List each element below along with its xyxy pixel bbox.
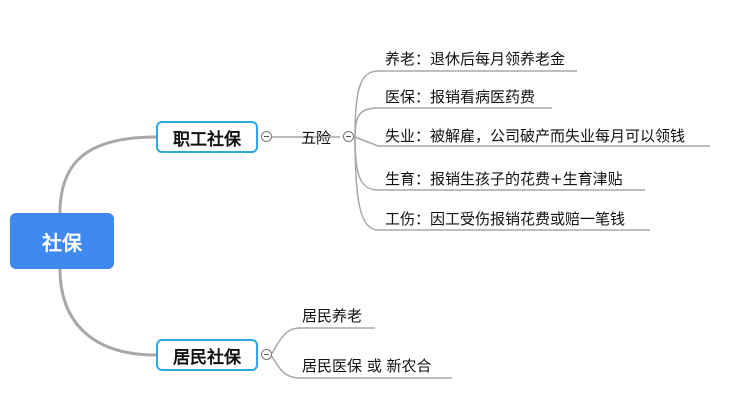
connector-root-jumin xyxy=(58,268,157,357)
leaf-yanglao[interactable]: 养老：退休后每月领养老金 xyxy=(385,50,566,68)
leaf-shengyu[interactable]: 生育：报销生孩子的花费+生育津贴 xyxy=(385,170,623,188)
leaf-yibao[interactable]: 医保：报销看病医药费 xyxy=(385,88,536,106)
leaf-jumin-yanglao[interactable]: 居民养老 xyxy=(302,307,363,325)
connector-root-zhigong xyxy=(58,135,157,214)
connector-wuxian-5 xyxy=(354,136,650,231)
collapse-icon[interactable] xyxy=(343,131,354,142)
node-wuxian[interactable]: 五险 xyxy=(301,129,332,147)
connector-wuxian-2 xyxy=(354,107,552,138)
leaf-jumin-yibao[interactable]: 居民医保 或 新农合 xyxy=(302,357,432,375)
connector-wuxian-3 xyxy=(354,136,710,147)
branch-jumin-shebao[interactable]: 居民社保 xyxy=(156,339,258,371)
leaf-shiye[interactable]: 失业：被解雇，公司破产而失业每月可以领钱 xyxy=(385,127,686,145)
collapse-icon[interactable] xyxy=(261,131,272,142)
branch-zhigong-shebao[interactable]: 职工社保 xyxy=(156,121,258,153)
leaf-gongshang[interactable]: 工伤：因工受伤报销花费或赔一笔钱 xyxy=(385,210,626,228)
connector-jumin-1 xyxy=(270,327,375,356)
root-node[interactable]: 社保 xyxy=(10,213,114,269)
connector-jumin-2 xyxy=(270,354,452,379)
collapse-icon[interactable] xyxy=(261,349,272,360)
connector-wuxian-1 xyxy=(354,70,577,138)
